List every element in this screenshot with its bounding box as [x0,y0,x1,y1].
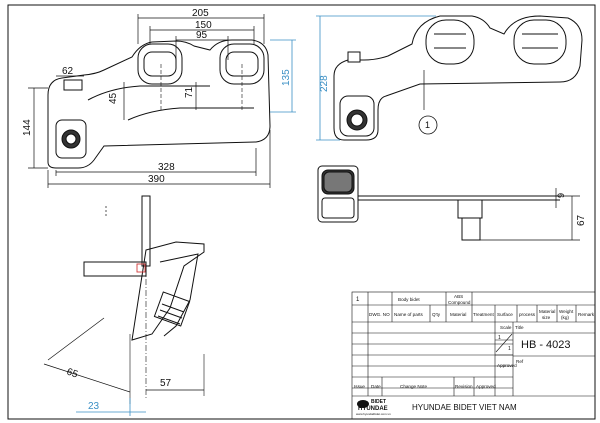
dim-95 [175,36,229,60]
top-view-left [47,39,271,169]
dim-45-label: 45 [108,92,119,104]
dim-67 [480,195,580,241]
dim-23-label: 23 [88,401,100,412]
tb-approved-label: Approved [497,363,517,368]
title-block [351,291,596,420]
tb-h-surface: Surface [497,312,513,317]
tb-part-name: Body bidet [398,297,420,302]
dim-95-label: 95 [196,30,208,41]
tb-revision: Revision [455,384,473,389]
bidet-outline-right [333,15,583,141]
dim-135-label: 135 [281,69,292,86]
tb-h-weight-2: (kg) [561,315,569,320]
tb-title-label: Title [515,325,524,330]
nozzle-head-left [55,119,87,159]
dim-57-label: 57 [160,378,172,389]
tb-company: HYUNDAE BIDET VIET NAM [412,403,517,412]
logo-line-2: HYUNDAE [358,406,388,412]
dim-9-label: 9 [556,193,566,198]
dim-65 [43,317,131,393]
dim-144-label: 144 [22,119,33,136]
callout-circle [418,115,438,135]
tb-part-no: 1 [356,297,360,303]
dim-67-label: 67 [576,214,587,226]
right-knob-1 [425,19,475,65]
side-view [317,165,560,241]
dim-150 [149,26,255,44]
dim-390-label: 390 [148,174,165,185]
tb-h-name: Name of parts [394,312,424,317]
tb-scale-bottom: 1 [508,346,511,352]
tb-h-remark: Remark [578,312,595,317]
tb-ref-label: Ref [516,359,524,364]
tb-h-matsize-2: size [542,315,551,320]
dim-71-label: 71 [184,86,195,98]
dim-205-label: 205 [192,8,209,19]
dim-135 [270,39,296,113]
drawing-frame [7,4,596,420]
bidet-outline-left [47,39,271,169]
tb-change-note: Change Note [400,384,428,389]
company-logo: BIDET HYUNDAE www.hyundaibidet.com.vn [356,399,391,416]
dim-328-label: 328 [158,162,175,173]
tb-date: Date [371,384,381,389]
tb-h-weight-1: Weight [559,309,574,314]
tb-model: HB - 4023 [521,339,571,351]
top-view-right [333,15,583,141]
right-knob-2 [513,19,567,65]
tb-h-material: Material [450,312,466,317]
dim-62-label: 62 [62,66,74,77]
tb-h-qty: Q'ty [432,312,441,317]
logo-line-1: BIDET [371,399,386,405]
tb-material-top: ABS [454,294,463,299]
red-marker [136,263,146,273]
dim-150-label: 150 [195,20,212,31]
tb-scale-top: 1 [498,335,501,341]
callout-label: 1 [425,120,430,130]
dim-23 [76,398,146,416]
dim-205 [137,14,265,44]
tb-h-matsize-1: Material [539,309,555,314]
tb-material-bottom: Compound [448,300,471,305]
left-knob-1 [137,43,183,85]
logo-url: www.hyundaibidet.com.vn [356,412,391,416]
tb-scale-label: Scale [500,325,512,330]
nozzle-head-right [339,95,375,137]
dim-144 [28,87,48,169]
tb-h-treatment: Treatment [473,312,494,317]
tb-approved: Approved [476,384,496,389]
dim-65-label: 65 [65,366,80,380]
tb-h-dwg: DWG. NO [369,312,390,317]
dim-228-label: 228 [319,75,330,92]
section-view [83,195,205,341]
tb-issue: Issue [354,384,365,389]
dim-390 [47,130,271,188]
dim-328 [55,148,257,176]
tb-h-process: process [519,312,536,317]
dim-228 [316,15,436,141]
